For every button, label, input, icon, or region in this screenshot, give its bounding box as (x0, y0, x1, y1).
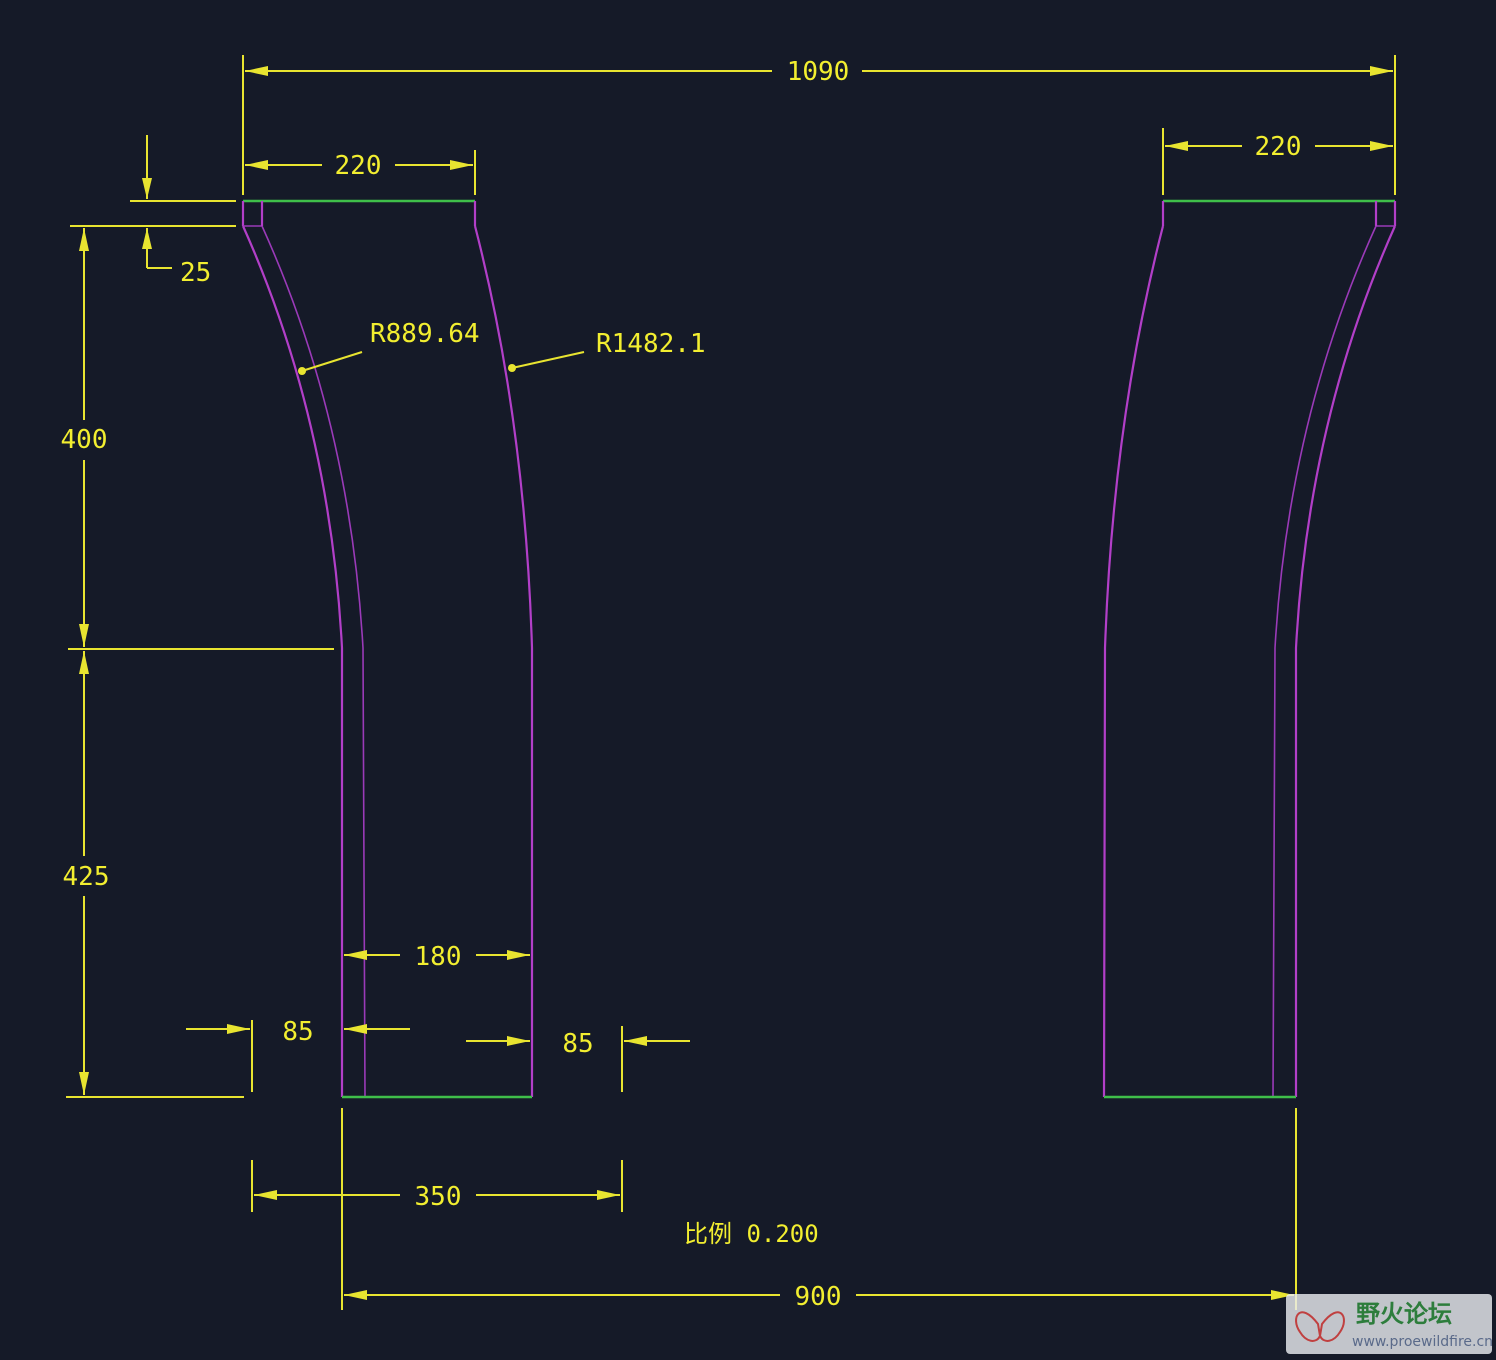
scale-note: 比例 0.200 (684, 1220, 819, 1248)
dim-right-top-width: 220 (1162, 128, 1393, 195)
dim-left-offset: 85 (186, 1017, 410, 1092)
left-leg-inner-curve (261, 225, 366, 1098)
watermark: 野火论坛 www.proewildfire.cn (1286, 1294, 1493, 1354)
dim-overall-width: 1090 (242, 55, 1396, 195)
right-leg-left-curve (1102, 225, 1165, 1098)
dim-overall-width-label: 1090 (787, 57, 850, 87)
right-leg-inner-curve (1272, 225, 1377, 1098)
left-leg-outer-curve (241, 225, 344, 1097)
dim-lower-height-label: 425 (63, 862, 110, 892)
dim-inner-radius-label: R889.64 (370, 319, 480, 349)
dim-upper-height: 400 (61, 228, 334, 650)
watermark-url: www.proewildfire.cn (1352, 1334, 1493, 1350)
dim-right-offset: 85 (466, 1026, 690, 1092)
watermark-title: 野火论坛 (1356, 1300, 1452, 1328)
dim-lower-height: 425 (63, 651, 244, 1098)
dim-inner-radius: R889.64 (298, 319, 480, 375)
dim-outer-radius-label: R1482.1 (596, 329, 706, 359)
left-leg (241, 199, 534, 1099)
dim-outer-radius: R1482.1 (508, 329, 706, 372)
dim-upper-height-label: 400 (61, 425, 108, 455)
right-leg (1102, 199, 1397, 1099)
dim-left-top-width: 220 (245, 150, 476, 195)
dim-top-thickness-label: 25 (180, 258, 211, 288)
butterfly-logo-icon (1295, 1311, 1345, 1342)
dim-base-width-label: 350 (415, 1182, 462, 1212)
dim-top-thickness: 25 (70, 135, 236, 288)
dim-right-offset-label: 85 (562, 1029, 593, 1059)
right-leg-outer-curve (1294, 225, 1397, 1097)
dim-leg-bottom-width: 180 (344, 942, 530, 972)
dim-left-offset-label: 85 (282, 1017, 313, 1047)
dim-left-top-width-label: 220 (335, 151, 382, 181)
dim-right-top-width-label: 220 (1255, 132, 1302, 162)
dim-leg-spacing-label: 900 (795, 1282, 842, 1312)
dim-leg-spacing: 900 (341, 1108, 1297, 1312)
dim-base-width: 350 (251, 1160, 623, 1212)
dim-leg-bottom-width-label: 180 (415, 942, 462, 972)
left-leg-right-curve (473, 225, 534, 1097)
